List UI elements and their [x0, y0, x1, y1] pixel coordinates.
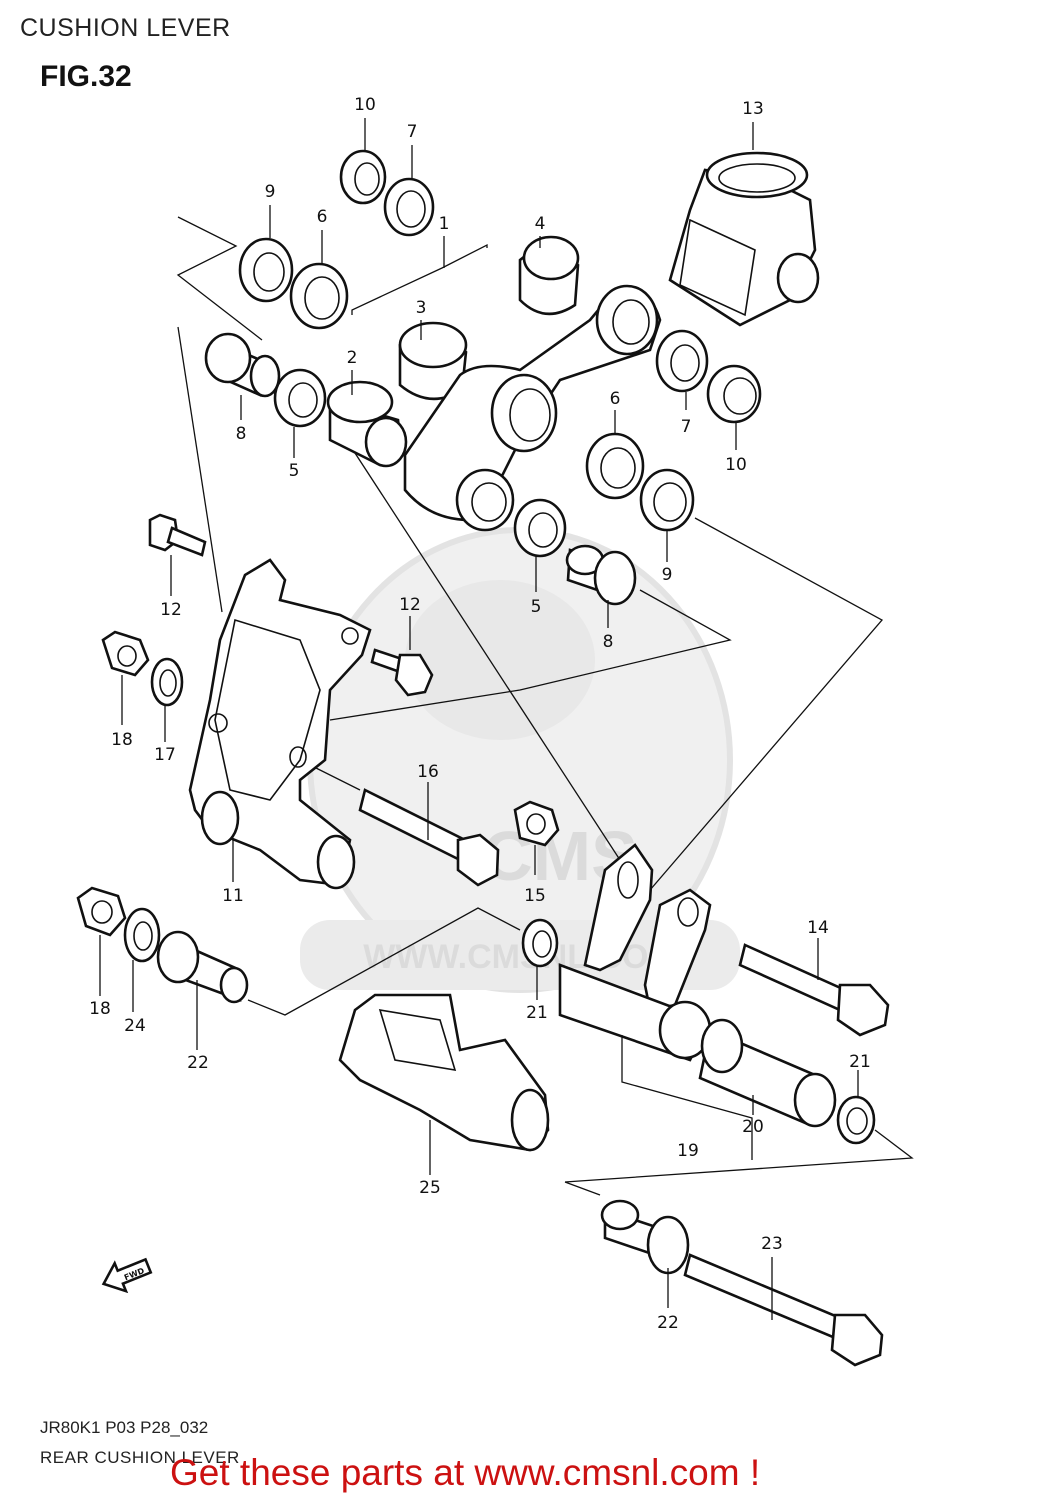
part-8-collar-mid	[565, 544, 637, 606]
callout-17: 17	[154, 745, 176, 765]
callout-18-lower: 18	[89, 999, 111, 1019]
part-12-bolt-left	[148, 513, 207, 557]
callout-4: 4	[535, 214, 546, 234]
callout-9: 9	[265, 182, 276, 202]
part-11-bracket	[188, 558, 372, 890]
part-7-oil-seal-upper	[383, 177, 435, 237]
callout-8: 8	[236, 424, 247, 444]
part-6-bearing-mid	[585, 432, 645, 500]
part-2-spacer	[326, 380, 408, 468]
callout-5-mid: 5	[531, 597, 542, 617]
part-5-bearing-upper	[273, 368, 327, 428]
part-17-washer	[150, 657, 184, 707]
page-title: CUSHION LEVER	[20, 14, 231, 42]
drawing-name: REAR CUSHION LEVER	[40, 1448, 240, 1467]
callout-22-lower-right: 22	[657, 1313, 679, 1333]
callout-21-left: 21	[526, 1003, 548, 1023]
part-16-bolt	[358, 788, 500, 887]
fwd-arrow-icon: FWD	[101, 1257, 153, 1294]
callout-8-mid: 8	[603, 632, 614, 652]
callout-10: 10	[354, 95, 376, 115]
callout-20: 20	[742, 1117, 764, 1137]
callout-7: 7	[407, 122, 418, 142]
callout-15: 15	[524, 886, 546, 906]
part-6-bearing-upper	[289, 262, 349, 330]
callout-11: 11	[222, 886, 244, 906]
part-22-collar-lower-left	[156, 930, 249, 1004]
callout-21-right: 21	[849, 1052, 871, 1072]
part-9-washer-mid	[639, 468, 695, 532]
part-4-bushing	[518, 235, 580, 316]
part-20-spacer	[698, 1018, 837, 1128]
part-25-rear-shock	[338, 993, 550, 1152]
part-15-nut	[513, 800, 560, 847]
callout-1: 1	[439, 214, 450, 234]
callout-13: 13	[742, 99, 764, 119]
callout-12-left: 12	[160, 600, 182, 620]
figure-label: FIG.32	[40, 60, 132, 93]
callout-14: 14	[807, 918, 829, 938]
callout-9-mid: 9	[662, 565, 673, 585]
callout-12-center: 12	[399, 595, 421, 615]
part-13-boot	[668, 151, 820, 327]
callout-19: 19	[677, 1141, 699, 1161]
callout-22-lower-left: 22	[187, 1053, 209, 1073]
part-18-nut-upper	[101, 630, 150, 677]
promo-link[interactable]: Get these parts at www.cmsnl.com !	[170, 1452, 761, 1493]
part-5-bearing-mid	[513, 498, 567, 558]
part-8-collar-upper	[204, 332, 281, 398]
part-22-collar-lower-right	[600, 1199, 690, 1275]
part-14-bolt	[738, 943, 890, 1037]
callout-10-right: 10	[725, 455, 747, 475]
part-21-washer-left	[521, 918, 559, 968]
callout-6-right: 6	[610, 389, 621, 409]
part-18-nut-lower	[76, 886, 127, 937]
callout-numbers: 10 7 13 9 6 1 4 3 2 8 5 6 7 10 9 5 8 12 …	[89, 95, 871, 1333]
callout-3: 3	[416, 298, 427, 318]
callout-leaders	[99, 118, 859, 1320]
callout-18-upper: 18	[111, 730, 133, 750]
callout-6: 6	[317, 207, 328, 227]
callout-2: 2	[347, 348, 358, 368]
part-3-bushing	[398, 321, 468, 401]
watermark-url: WWW.CMSNL.COM	[363, 938, 677, 976]
assembly-lines	[176, 216, 914, 1196]
callout-5: 5	[289, 461, 300, 481]
part-9-washer-upper	[238, 237, 294, 303]
callout-16: 16	[417, 762, 439, 782]
callout-24: 24	[124, 1016, 146, 1036]
part-10-collar-upper	[339, 149, 387, 205]
part-24-washer	[123, 907, 161, 963]
callout-7-right: 7	[681, 417, 692, 437]
part-23-bolt	[683, 1253, 884, 1367]
part-12-bolt-center	[370, 648, 434, 697]
part-21-washer-right	[836, 1095, 876, 1145]
callout-23: 23	[761, 1234, 783, 1254]
callout-25: 25	[419, 1178, 441, 1198]
drawing-code: JR80K1 P03 P28_032	[40, 1418, 209, 1437]
part-10-collar-right	[706, 364, 762, 424]
part-1-cushion-lever	[403, 284, 662, 532]
part-19-cushion-rod	[558, 843, 712, 1062]
part-6-bearing-right	[655, 329, 709, 393]
